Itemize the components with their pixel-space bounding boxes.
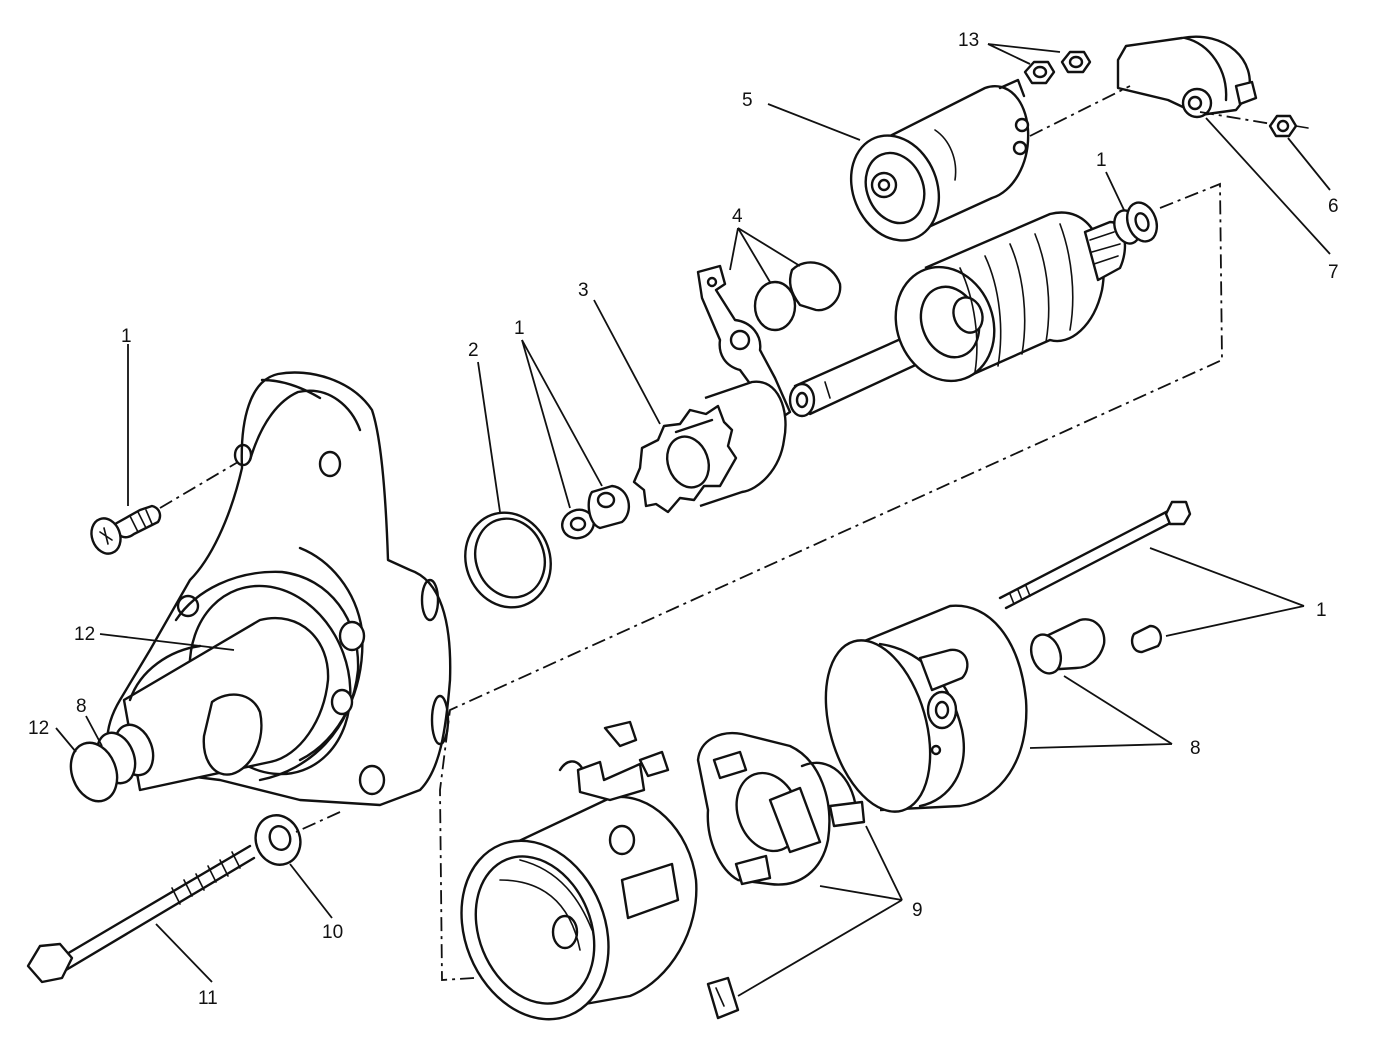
callout-4: 4: [732, 206, 743, 227]
drive-pinion: [632, 380, 787, 514]
shift-lever: [696, 261, 842, 422]
brush-holder: [696, 731, 866, 1020]
callout-7: 7: [1328, 262, 1339, 283]
callout-1-screw: 1: [121, 326, 132, 347]
callout-13: 13: [958, 30, 979, 51]
stop-ring-collar: [561, 484, 631, 540]
leader-lines: [55, 43, 1331, 997]
through-bolt-lower: [26, 844, 256, 984]
callout-12-nose: 12: [28, 718, 49, 739]
nose-bushing: [69, 723, 155, 803]
through-bolt-upper: [998, 500, 1192, 654]
callout-1-armature-washer: 1: [1096, 150, 1107, 171]
mounting-screw: [90, 504, 162, 555]
nut-pair: [1023, 50, 1092, 85]
end-bushing: [1029, 618, 1106, 675]
callout-2: 2: [468, 340, 479, 361]
callout-8-bushing: 8: [76, 696, 87, 717]
callout-5: 5: [742, 90, 753, 111]
callout-3: 3: [578, 280, 589, 301]
flat-washer: [254, 814, 302, 866]
callout-6: 6: [1328, 196, 1339, 217]
callout-10: 10: [322, 922, 343, 943]
assembly-centerlines: [159, 85, 1273, 981]
drive-end-housing: [106, 371, 452, 807]
thrust-washers: [1113, 201, 1159, 245]
callout-9: 9: [912, 900, 923, 921]
callout-1-through-bolt: 1: [1316, 600, 1327, 621]
commutator-end-frame: [824, 604, 1028, 813]
callout-8-end-frame: 8: [1190, 738, 1201, 759]
callout-labels: 13 5 1 6 7 4 3 1 2 1 1 12 8 12 8 9 10 11: [28, 30, 1339, 1009]
armature: [788, 211, 1127, 418]
callout-1-stop-ring: 1: [514, 318, 525, 339]
callout-12-housing: 12: [74, 624, 95, 645]
solenoid: [849, 78, 1030, 242]
small-nut: [1268, 114, 1309, 138]
terminal-cover: [1116, 35, 1258, 119]
seal-ring: [464, 511, 552, 609]
field-frame: [460, 720, 698, 1021]
callout-11: 11: [198, 988, 218, 1009]
